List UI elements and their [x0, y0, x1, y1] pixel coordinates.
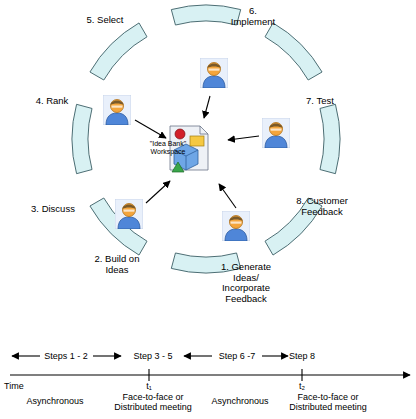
contribution-arrow — [204, 96, 210, 118]
node-label: "Idea Bank" Workspace — [148, 140, 188, 156]
step-label: 4. Rank — [22, 96, 82, 107]
step-label: 1. Generate Ideas/ Incorporate Feedback — [217, 262, 275, 304]
step-label: 3. Discuss — [22, 204, 84, 215]
time-axis — [10, 374, 410, 375]
contribution-arrow — [135, 120, 166, 138]
page-fold — [200, 126, 208, 134]
phase-mode: Asynchronous — [200, 396, 280, 406]
ring-segment — [265, 23, 322, 80]
contribution-arrow — [146, 181, 170, 203]
step-label: 7. Test — [290, 96, 350, 107]
step-label: 5. Select — [75, 15, 135, 26]
phase-mode: Face-to-face or Distributed meeting — [282, 392, 374, 412]
process-ring — [72, 5, 340, 273]
phase-steps: Step 8 — [282, 351, 322, 361]
person-icon — [222, 211, 250, 241]
phase-mode: Asynchronous — [15, 396, 95, 406]
phase-steps: Steps 1 - 2 — [31, 351, 101, 361]
phase-mode: Face-to-face or Distributed meeting — [107, 392, 199, 412]
span-arrow — [184, 355, 212, 356]
ball-shape — [175, 129, 185, 139]
phase-steps: Step 6 -7 — [205, 351, 269, 361]
axis-title: Time — [4, 381, 44, 391]
ring-segment — [171, 5, 240, 25]
time-marker: t₂ — [292, 381, 312, 391]
person-icon — [200, 58, 228, 88]
span-arrow — [262, 355, 288, 356]
time-tick — [301, 369, 302, 381]
person-icon — [103, 95, 131, 125]
span-arrow — [12, 355, 40, 356]
workspace-node: "Idea Bank" Workspace — [148, 120, 218, 182]
person-icon — [115, 199, 143, 229]
folder-shape — [190, 136, 204, 146]
contribution-arrow — [228, 136, 259, 140]
span-arrow — [93, 355, 121, 356]
step-label: 2. Build on Ideas — [91, 254, 143, 275]
contribution-arrow — [219, 184, 236, 208]
ring-segment — [72, 104, 92, 173]
person-icon — [262, 118, 290, 148]
step-label: 6. Implement — [228, 6, 278, 27]
ring-segment — [320, 104, 340, 173]
step-label: 8. Customer Feedback — [293, 196, 351, 217]
phase-steps: Step 3 - 5 — [121, 351, 185, 361]
ring-segment — [90, 23, 147, 80]
triangle-shape — [172, 162, 184, 172]
ring-segment — [90, 198, 147, 255]
time-marker: t₁ — [139, 381, 159, 391]
time-tick — [148, 369, 149, 381]
